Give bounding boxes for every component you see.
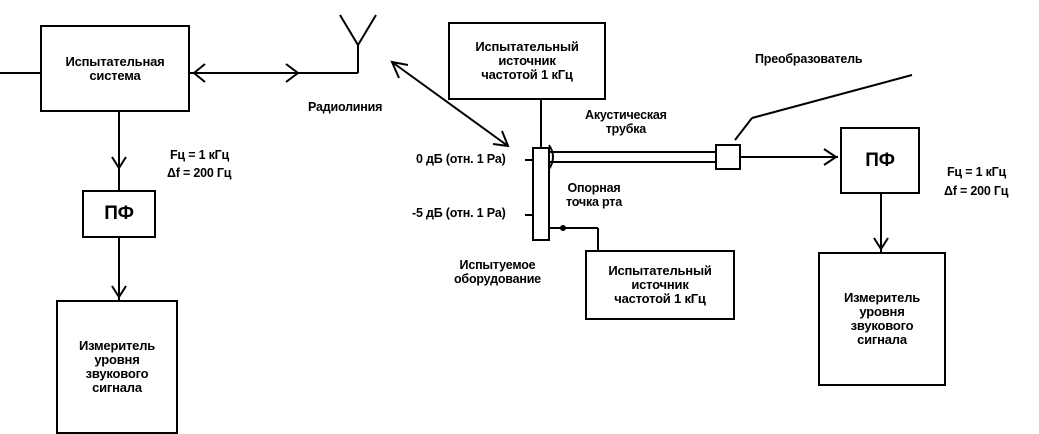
transducer-label: Преобразователь [755,52,863,66]
right-bandwidth-label: Δf = 200 Гц [944,184,1009,198]
bottom-test-source-box: Испытательный источник частотой 1 кГц [585,250,735,320]
left-meter-label: Измеритель уровня звукового сигнала [78,338,156,395]
right-level-meter-box: Измеритель уровня звукового сигнала [818,252,946,386]
right-bandpass-filter-box: ПФ [840,127,920,194]
left-bandwidth-label: Δf = 200 Гц [167,166,232,180]
right-meter-label: Измеритель уровня звукового сигнала [843,290,921,347]
equipment-under-test-label: Испытуемое оборудование [454,258,541,286]
left-bpf-label: ПФ [104,203,134,224]
top-test-source-box: Испытательный источник частотой 1 кГц [448,22,606,100]
left-level-meter-box: Измеритель уровня звукового сигнала [56,300,178,434]
minus-five-db-level-label: -5 дБ (отн. 1 Pa) [412,206,506,220]
test-system-box: Испытательная система [40,25,190,112]
bottom-test-source-label: Испытательный источник частотой 1 кГц [608,263,712,306]
top-test-source-label: Испытательный источник частотой 1 кГц [475,39,579,82]
mouth-reference-point-label: Опорная точка рта [566,181,622,209]
zero-db-level-label: 0 дБ (отн. 1 Pa) [416,152,506,166]
right-bpf-label: ПФ [865,149,895,171]
left-center-frequency-label: Fц = 1 кГц [170,148,230,162]
radio-link-label: Радиолиния [308,100,383,114]
right-center-frequency-label: Fц = 1 кГц [947,165,1007,179]
left-bandpass-filter-box: ПФ [82,190,156,238]
test-system-label: Испытательная система [65,53,165,83]
acoustic-tube-label: Акустическая трубка [585,108,667,136]
